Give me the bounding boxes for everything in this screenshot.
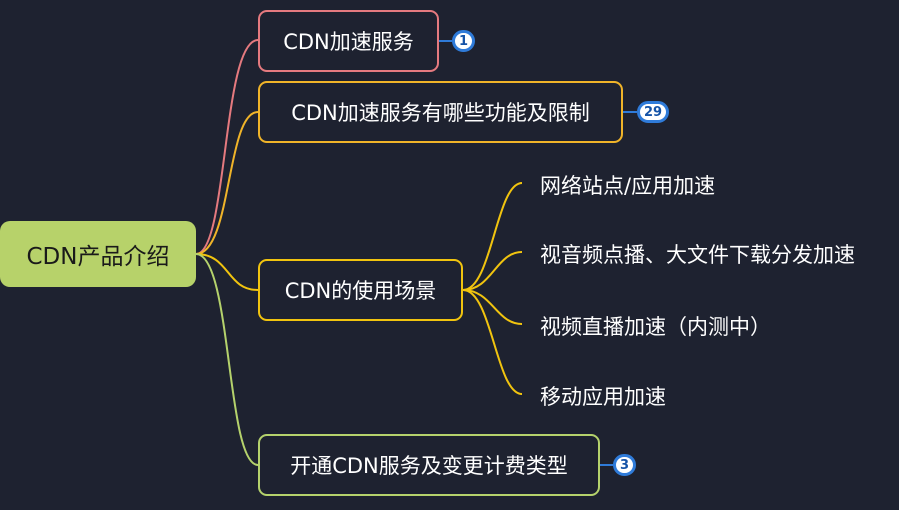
scenario-item[interactable]: 移动应用加速 <box>540 385 666 409</box>
branch-node-label: CDN的使用场景 <box>284 279 437 303</box>
count-badge[interactable]: 1 <box>452 30 476 52</box>
connector-root-to-branch-1 <box>195 39 259 255</box>
branch-node-billing[interactable]: 开通CDN服务及变更计费类型 <box>258 434 600 496</box>
scenario-item[interactable]: 视音频点播、大文件下载分发加速 <box>540 243 855 267</box>
connector-root-to-branch-4 <box>195 253 259 466</box>
root-node-label: CDN产品介绍 <box>26 244 170 270</box>
branch-node-label: CDN加速服务 <box>283 30 414 54</box>
count-badge[interactable]: 3 <box>613 454 637 476</box>
scenario-item[interactable]: 视频直播加速（内测中） <box>540 315 771 339</box>
connector-scenario-3 <box>462 289 523 325</box>
count-badge[interactable]: 29 <box>637 101 670 123</box>
connector-root-to-branch-3 <box>195 253 259 291</box>
connector-scenario-4 <box>462 289 523 395</box>
branch-node-usage-scenarios[interactable]: CDN的使用场景 <box>258 259 463 321</box>
branch-node-features-limits[interactable]: CDN加速服务有哪些功能及限制 <box>258 81 623 143</box>
connector-scenario-1 <box>462 182 523 291</box>
branch-node-label: CDN加速服务有哪些功能及限制 <box>291 101 590 125</box>
branch-node-cdn-service[interactable]: CDN加速服务 <box>258 10 439 72</box>
root-node[interactable]: CDN产品介绍 <box>0 221 196 287</box>
connector-root-to-branch-2 <box>195 111 259 255</box>
scenario-item[interactable]: 网络站点/应用加速 <box>540 174 716 198</box>
connector-scenario-2 <box>462 251 523 291</box>
branch-node-label: 开通CDN服务及变更计费类型 <box>290 454 568 478</box>
